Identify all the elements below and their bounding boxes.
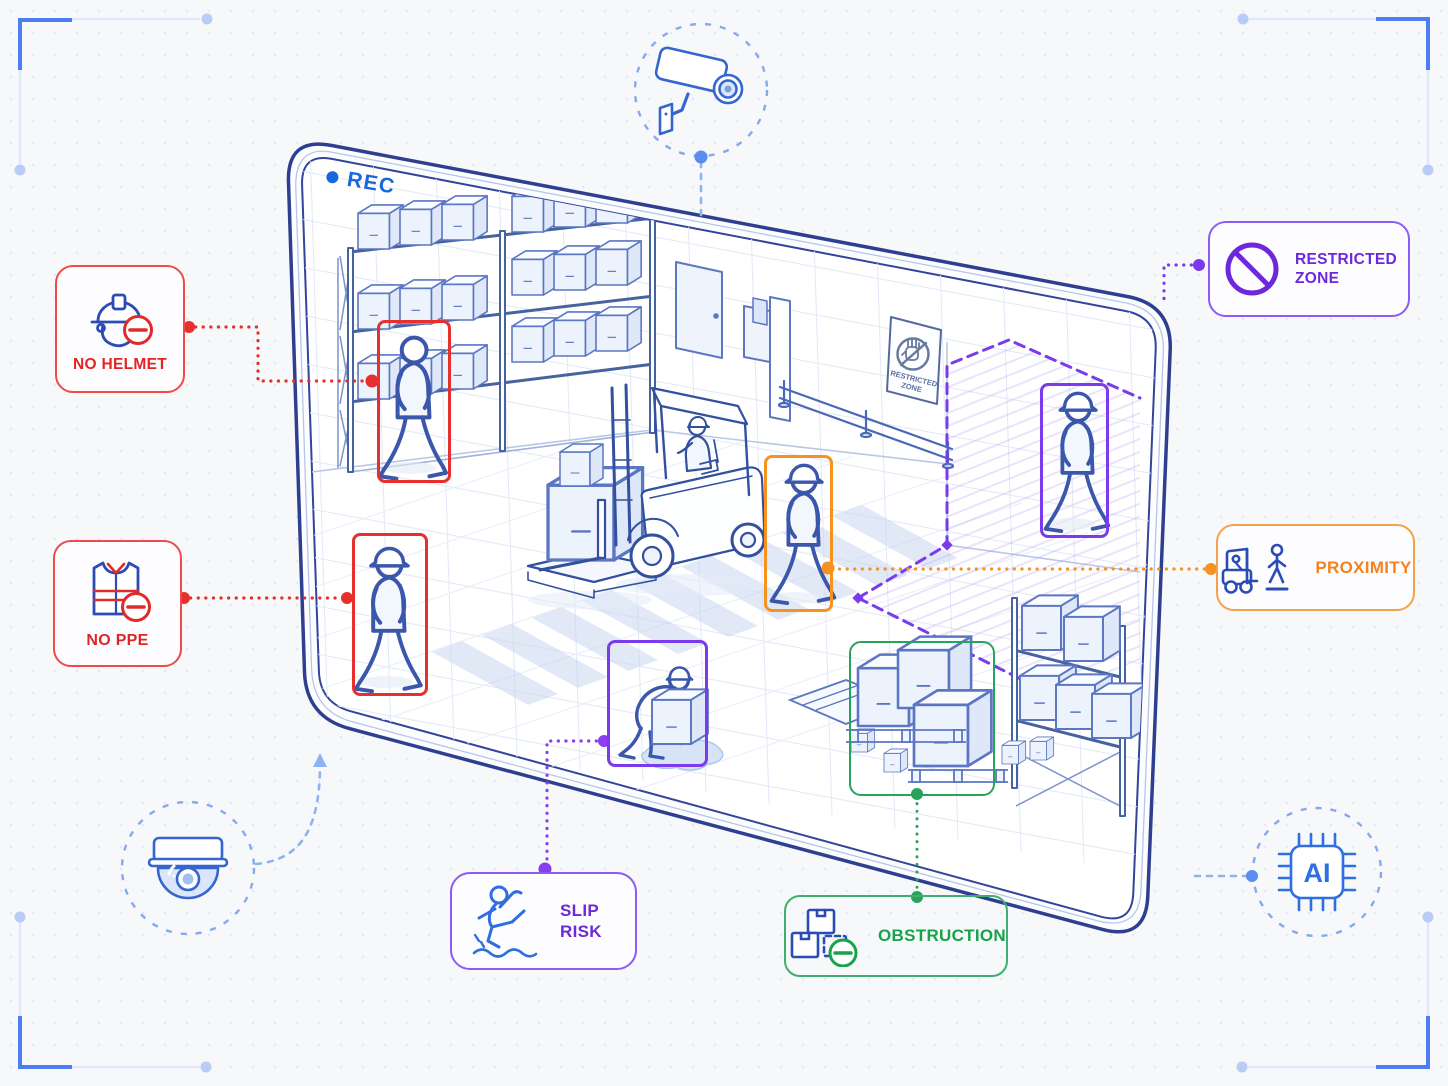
callout-obstruction: OBSTRUCTION bbox=[784, 895, 1008, 977]
no-helmet-label: NO HELMET bbox=[73, 356, 167, 374]
bbox-no-helmet-worker bbox=[377, 320, 451, 483]
workers bbox=[356, 338, 1109, 760]
bbox-obstruction bbox=[849, 641, 995, 796]
connector-restricted-zone bbox=[1162, 263, 1201, 302]
bbox-restricted-zone-worker bbox=[1040, 383, 1109, 538]
rec-dot bbox=[325, 170, 340, 185]
no-helmet-icon bbox=[83, 283, 157, 349]
obstruction-icon bbox=[786, 905, 866, 967]
doors bbox=[675, 261, 791, 422]
callout-no-ppe: NO PPE bbox=[53, 540, 182, 667]
guardrail bbox=[777, 379, 955, 470]
warehouse-scene: RESTRICTED ZONE bbox=[302, 158, 1156, 905]
callout-slip-risk: SLIP RISK bbox=[450, 872, 637, 970]
restricted-zone-label: RESTRICTED ZONE bbox=[1294, 250, 1398, 287]
forklift bbox=[526, 383, 766, 609]
bbox-proximity-worker bbox=[764, 455, 833, 612]
bbox-slip-risk-worker bbox=[607, 640, 708, 767]
restricted-zone-icon bbox=[1221, 238, 1283, 300]
connectors bbox=[178, 150, 1258, 903]
proximity-label: PROXIMITY bbox=[1315, 557, 1412, 577]
no-ppe-icon bbox=[81, 557, 155, 625]
proximity-icon bbox=[1219, 539, 1303, 597]
left-rack bbox=[337, 178, 656, 473]
callout-no-helmet: NO HELMET bbox=[55, 265, 185, 393]
dome-camera-icon bbox=[120, 800, 256, 936]
connector-dome bbox=[254, 766, 322, 866]
slip-risk-icon bbox=[466, 884, 548, 958]
callout-proximity: PROXIMITY bbox=[1216, 524, 1415, 611]
cctv-camera-icon bbox=[633, 22, 769, 158]
restricted-zone-sign: RESTRICTED ZONE bbox=[886, 316, 942, 405]
ai-chip-label: AI bbox=[1304, 858, 1331, 888]
obstruction-pallets bbox=[787, 635, 1055, 783]
bbox-no-ppe-worker bbox=[352, 533, 428, 696]
corner-brackets bbox=[14, 13, 1434, 1073]
slip-risk-label: SLIP RISK bbox=[560, 900, 602, 941]
ai-chip-icon: AI bbox=[1251, 806, 1383, 938]
callout-restricted-zone: RESTRICTED ZONE bbox=[1208, 221, 1410, 317]
no-ppe-label: NO PPE bbox=[86, 631, 149, 649]
right-rack bbox=[1011, 594, 1149, 817]
forklift-driver bbox=[676, 416, 719, 475]
obstruction-label: OBSTRUCTION bbox=[878, 926, 1006, 946]
